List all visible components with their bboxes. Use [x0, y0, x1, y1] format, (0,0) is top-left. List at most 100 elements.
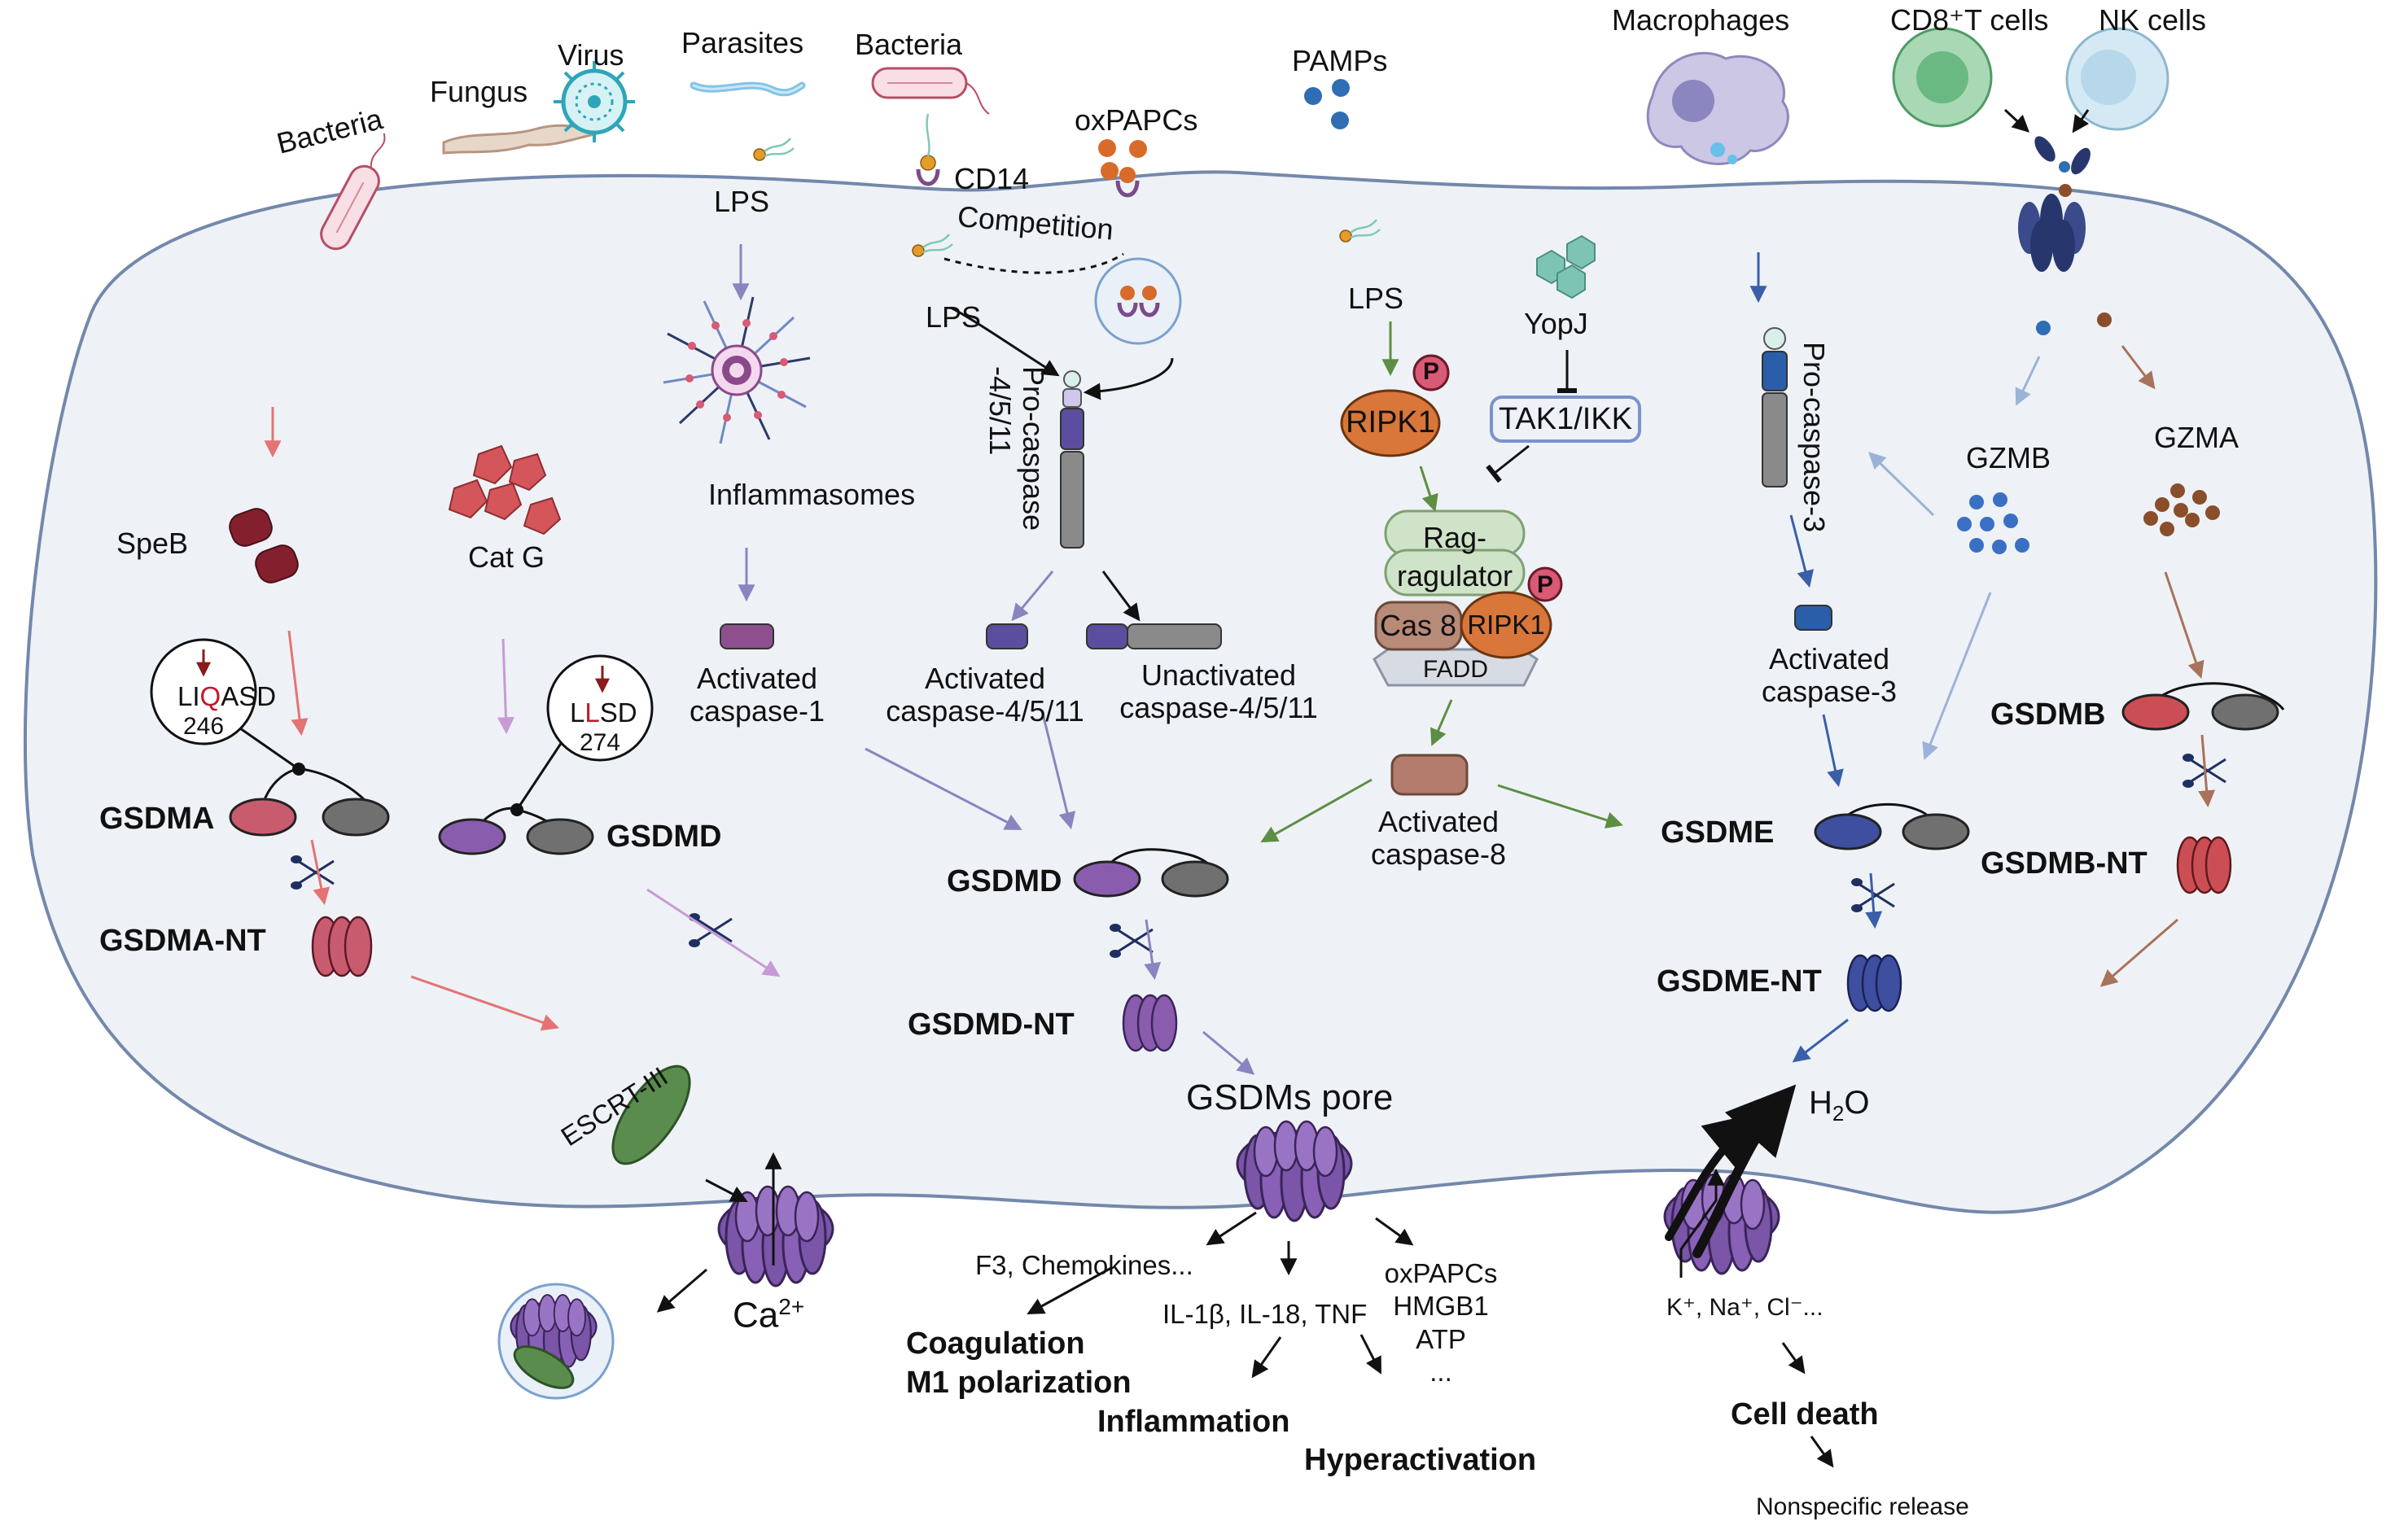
gsdmd-left-label: GSDMD [606, 820, 722, 854]
gsdmb-nt-label: GSDMB-NT [1981, 846, 2147, 881]
pro-caspase-3-icon [1762, 327, 1788, 487]
perforin-granzyme-cluster [2018, 136, 2112, 335]
pore-icon [1236, 1120, 1353, 1222]
escrt-iii-icon [611, 1064, 691, 1165]
virus-icon [554, 61, 635, 142]
cat-g-icon [448, 444, 562, 536]
fungus-icon [442, 124, 598, 155]
f3-chemokines-label: F3, Chemokines... [975, 1250, 1193, 1280]
gsdme-label: GSDME [1661, 815, 1775, 850]
bacteria-icon [871, 67, 990, 115]
yopj-label: YopJ [1524, 307, 1588, 340]
oxpapc-dots-top [1098, 139, 1147, 180]
pamp-dots [1304, 79, 1350, 129]
hyperactivation-label: Hyperactivation [1304, 1443, 1537, 1477]
gzmb-icon [1957, 492, 2029, 554]
nonspecific-release-label: Nonspecific release [1756, 1493, 1969, 1520]
cas8-label: Cas 8 [1379, 609, 1457, 642]
gsdmb-label: GSDMB [1990, 697, 2106, 732]
macrophages-label: Macrophages [1612, 3, 1790, 37]
vesicle [1094, 257, 1182, 345]
cell-death-label: Cell death [1731, 1397, 1879, 1432]
speb-label: SpeB [116, 527, 189, 560]
calcium-label: Ca2+ [733, 1294, 805, 1335]
fadd-label: FADD [1422, 656, 1489, 683]
activated-caspase-8-label: Activated caspase-8 [1370, 805, 1507, 872]
gsdmd-center-label: GSDMD [947, 864, 1062, 898]
inflammasome-icon [663, 296, 811, 444]
ragulator-complex [1373, 509, 1563, 687]
phospho-label-2: P [1536, 571, 1554, 598]
ripk1-node-1 [1340, 354, 1450, 457]
gsdmd-nt-label: GSDMD-NT [908, 1008, 1075, 1042]
gzma-icon [2143, 483, 2220, 536]
parasites-label: Parasites [681, 26, 804, 59]
gsdma-protein [229, 767, 390, 837]
gzma-label: GZMA [2154, 421, 2239, 454]
gzmb-label: GZMB [1966, 441, 2051, 474]
llsd-callout [546, 654, 654, 762]
il-list-label: IL-1β, IL-18, TNF [1162, 1299, 1368, 1329]
water-label: H2O [1809, 1085, 1870, 1126]
arrows-black [656, 108, 2090, 1468]
activated-caspase-4511-label: Activated caspase-4/5/11 [886, 662, 1084, 728]
inflammation-label: Inflammation [1097, 1405, 1290, 1439]
lps-label-1: LPS [714, 185, 770, 218]
coagulation-label: Coagulation M1 polarization [906, 1327, 1132, 1400]
gsdmd-protein-center [1073, 848, 1229, 898]
llsd-position: 274 [579, 729, 621, 756]
cd14-label: CD14 [954, 162, 1030, 195]
cd8-t-cells-label: CD8⁺T cells [1890, 3, 2049, 37]
pro-caspase-4511-label: Pro-caspase -4/5/11 [983, 366, 1050, 531]
gsdma-label: GSDMA [99, 802, 215, 836]
activated-caspase-3-icon [1794, 605, 1832, 631]
activated-caspase-1-icon [720, 623, 774, 649]
pro-caspase-3-label: Pro-caspase-3 [1797, 342, 1831, 533]
liqasd-position: 246 [182, 713, 225, 740]
virus-label: Virus [558, 38, 624, 72]
fungus-label: Fungus [430, 75, 528, 108]
rag-ragulator-label: Rag- ragulator [1396, 521, 1513, 592]
efflux-arrows [1665, 1084, 1797, 1258]
pore-icon [717, 1185, 834, 1287]
gsdma-nt-label: GSDMA-NT [99, 924, 266, 958]
arrows [264, 244, 2216, 1075]
ions-label: K⁺, Na⁺, Cl⁻... [1666, 1294, 1824, 1321]
cd8-t-cell-icon [1892, 27, 1993, 128]
liqasd-callout [150, 638, 257, 745]
bacteria-label-top: Bacteria [855, 28, 963, 61]
activated-caspase-3-label: Activated caspase-3 [1761, 642, 1898, 709]
oxpapcs-top-label: oxPAPCs [1075, 103, 1198, 137]
parasite-icon [690, 81, 806, 97]
activated-caspase-8-icon [1390, 754, 1469, 796]
llsd-label: LLSD [570, 697, 637, 728]
gsdmb-protein [2121, 682, 2285, 731]
cd14-receptor [916, 113, 940, 186]
cell-membrane [23, 170, 2378, 1214]
gsdma-nt-oligomer [311, 916, 373, 977]
gsdme-protein [1814, 802, 1970, 850]
gsdmd-protein-left [438, 807, 594, 855]
gsdms-pore-label: GSDMs pore [1186, 1078, 1394, 1117]
unactivated-caspase-4511-label: Unactivated caspase-4/5/11 [1119, 658, 1318, 725]
vesicle-with-pore [497, 1283, 615, 1400]
lps-icon [752, 137, 795, 162]
activated-caspase-4511-icon [986, 623, 1028, 649]
nk-cells-label: NK cells [2099, 3, 2207, 37]
liqasd-label: LIQASD [177, 681, 277, 711]
yopj-icon [1536, 234, 1596, 299]
lps-label-2: LPS [926, 300, 982, 334]
nk-cell-icon [2065, 27, 2169, 131]
tak1-ikk-box [1490, 396, 1641, 443]
oxpapc-receptor [1115, 167, 1140, 198]
pamps-label: PAMPs [1292, 44, 1388, 77]
pro-caspase-4511-icon [1060, 370, 1084, 549]
unactivated-caspase-4511-icon [1086, 623, 1222, 649]
macrophage-icon [1646, 51, 1789, 165]
release-list-label: oxPAPCs HMGB1 ATP ... [1384, 1258, 1498, 1387]
gsdmd-nt-oligomer [1122, 994, 1178, 1052]
speb-icon [229, 508, 299, 584]
ripk1-label-1: RIPK1 [1346, 405, 1435, 439]
